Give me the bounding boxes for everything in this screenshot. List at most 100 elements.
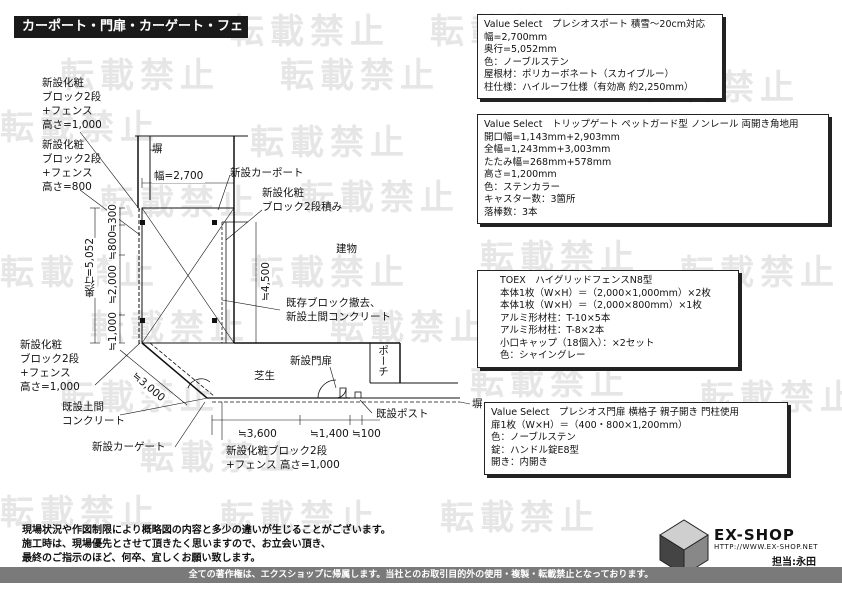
- spec-line: 錠：ハンドル錠E8型: [491, 444, 580, 456]
- spec-line: 柱仕様：ハイルーフ仕様（有効高 約2,250mm）: [484, 81, 694, 93]
- label-block-2-stack: 新設化粧 ブロック2段積み: [262, 186, 342, 214]
- spec-line: 開き：内開き: [491, 457, 549, 468]
- spec-line: 屋根材：ポリカーボネート（スカイブルー）: [484, 69, 675, 80]
- label-block-bottom: 新設化粧ブロック2段 +フェンス 高さ=1,000: [226, 444, 340, 472]
- label-line: 既設土間: [62, 401, 104, 413]
- watermark: 転載禁止: [280, 56, 440, 96]
- spec-line: Value Select プレシオスポート 積雪～20cm対応: [484, 19, 706, 30]
- label-dim-800: ≒800: [107, 231, 119, 260]
- spec-line: Value Select トリップゲート ペットガード型 ノンレール 両開き角地…: [484, 119, 799, 130]
- label-dim-2000: ≒2,000: [107, 265, 119, 304]
- watermark: 転載禁止: [230, 12, 390, 52]
- spec-line: たたみ幅=268mm+578mm: [484, 156, 612, 168]
- label-dim-1400: ≒1,400: [308, 427, 351, 441]
- spec-line: アルミ形材柱：T-8×2本: [500, 325, 605, 336]
- spec-line: 色：シャイングレー: [500, 350, 586, 361]
- label-line: コンクリート: [62, 415, 125, 427]
- spec-box-carport: Value Select プレシオスポート 積雪～20cm対応 幅=2,700m…: [477, 14, 723, 99]
- label-line: ブロック2段: [20, 353, 80, 365]
- watermark: 転載禁止: [330, 308, 490, 348]
- watermark: 転載禁止: [140, 438, 300, 478]
- label-dim-300: ≒300: [107, 204, 119, 233]
- watermark: 転載禁止: [250, 253, 410, 293]
- label-width-2700: 幅=2,700: [152, 169, 206, 183]
- label-line: 新設化粧: [262, 187, 304, 199]
- spec-line: 小口キャップ（18個入）：×2セット: [500, 337, 655, 349]
- label-new-cargate: 新設カーゲート: [92, 441, 166, 453]
- label-wall-right: 塀: [472, 398, 483, 410]
- logo-name: EX-SHOP: [714, 526, 795, 544]
- label-line: +フェンス: [42, 167, 93, 179]
- watermark: 転載禁止: [0, 493, 160, 533]
- label-new-carport: 新設カーポート: [230, 167, 304, 179]
- spec-line: 本体1枚（W×H）＝（2,000×1,000mm）×2枚: [500, 287, 711, 299]
- spec-line: 色：ノーブルステン: [484, 56, 569, 68]
- label-existing-block: 既存ブロック撤去、 新設土間コンクリート: [286, 296, 391, 324]
- label-existing-post: 既設ポスト: [376, 408, 429, 420]
- label-wall: 塀: [152, 143, 163, 155]
- watermark: 転載禁止: [0, 108, 160, 148]
- spec-line: アルミ形材柱：T-10×5本: [500, 312, 611, 324]
- label-dim-100: ≒100: [350, 427, 383, 441]
- watermark: 転載禁止: [250, 123, 410, 163]
- label-line: 高さ=800: [42, 181, 92, 193]
- watermark: 転載禁止: [0, 253, 160, 293]
- label-porch: ポーチ: [376, 345, 391, 377]
- label-block-fence-1000-top: 新設化粧 ブロック2段 +フェンス 高さ=1,000: [42, 76, 102, 132]
- spec-line: 幅=2,700mm: [484, 31, 548, 43]
- page-title: カーポート・門扉・カーゲート・フェンス: [14, 16, 248, 56]
- logo-url: HTTP://WWW.EX-SHOP.NET: [714, 543, 819, 551]
- spec-box-fence: TOEX ハイグリッドフェンスN8型 本体1枚（W×H）＝（2,000×1,00…: [477, 270, 739, 368]
- spec-line: 本体1枚（W×H）＝（2,000×800mm）×1枚: [500, 300, 702, 311]
- copyright-footer: 全ての著作権は、エクスショップに帰属します。当社とのお取引目的外の使用・複製・転…: [0, 567, 842, 583]
- label-line: 新設化粧ブロック2段: [226, 445, 328, 457]
- spec-line: 開口幅=1,143mm+2,903mm: [484, 131, 620, 143]
- logo-mark: [659, 519, 709, 576]
- watermark: 転載禁止: [470, 363, 630, 403]
- label-existing-concrete: 既設土間 コンクリート: [62, 400, 125, 428]
- label-line: 新設化粧: [42, 139, 84, 151]
- watermark: 転載禁止: [220, 498, 380, 538]
- label-line: ブロック2段積み: [262, 201, 343, 213]
- spec-line: キャスター数：3箇所: [484, 194, 576, 205]
- spec-line: 落棒数：3本: [484, 206, 538, 218]
- label-building: 建物: [336, 243, 357, 255]
- label-block-fence-1000-bottom: 新設化粧 ブロック2段 +フェンス 高さ=1,000: [20, 338, 80, 394]
- label-line: 新設土間コンクリート: [286, 311, 391, 323]
- label-height-4500: ≒4,500: [260, 262, 272, 301]
- label-line: +フェンス: [20, 367, 71, 379]
- label-line: +フェンス 高さ=1,000: [226, 459, 340, 471]
- spec-line: 色：ノーブルステン: [491, 432, 576, 443]
- spec-line: 全幅=1,243mm+3,003mm: [484, 144, 611, 155]
- label-line: ブロック2段: [42, 91, 102, 103]
- watermark: 転載禁止: [60, 56, 220, 96]
- spec-box-gate: Value Select プレシオス門扉 横格子 親子開き 門柱使用 扉1枚（W…: [484, 402, 788, 475]
- label-line: +フェンス: [42, 105, 93, 117]
- label-line: 既存ブロック撤去、: [286, 297, 381, 309]
- watermark: 転載禁止: [440, 498, 600, 538]
- spec-line: 扉1枚（W×H）＝（400・800×1,200mm）: [491, 419, 688, 431]
- spec-line: 奥行=5,052mm: [484, 44, 557, 55]
- spec-line: 色：ステンカラー: [484, 181, 561, 193]
- notes: 現場状況や作図制限により概略図の内容と多少の違いが生じることがございます。 施工…: [22, 524, 391, 566]
- label-lawn: 芝生: [254, 370, 275, 382]
- note-line: 現場状況や作図制限により概略図の内容と多少の違いが生じることがございます。: [22, 525, 391, 536]
- label-new-gate: 新設門扉: [290, 355, 332, 367]
- note-line: 最終のご指示のほど、何卒、宜しくお願い致します。: [22, 553, 261, 564]
- staff-name: 担当:永田: [772, 557, 816, 568]
- spec-line: 高さ=1,200mm: [484, 169, 557, 180]
- label-dim-3600: ≒3,600: [236, 427, 279, 441]
- spec-line: Value Select プレシオス門扉 横格子 親子開き 門柱使用: [491, 407, 739, 418]
- label-line: ブロック2段: [42, 153, 102, 165]
- label-block-fence-800: 新設化粧 ブロック2段 +フェンス 高さ=800: [42, 138, 101, 194]
- label-dim-1000: ≒1,000: [107, 312, 119, 351]
- watermark: 転載禁止: [300, 178, 460, 218]
- spec-line: TOEX ハイグリッドフェンスN8型: [500, 275, 653, 286]
- label-line: 新設化粧: [20, 339, 62, 351]
- label-line: 新設化粧: [42, 77, 84, 89]
- label-line: 高さ=1,000: [42, 119, 102, 131]
- note-line: 施工時は、現場優先とさせて頂きたく思いますので、お立会い頂き、: [22, 539, 331, 550]
- spec-box-cargate: Value Select トリップゲート ペットガード型 ノンレール 両開き角地…: [477, 114, 829, 224]
- label-line: 高さ=1,000: [20, 381, 80, 393]
